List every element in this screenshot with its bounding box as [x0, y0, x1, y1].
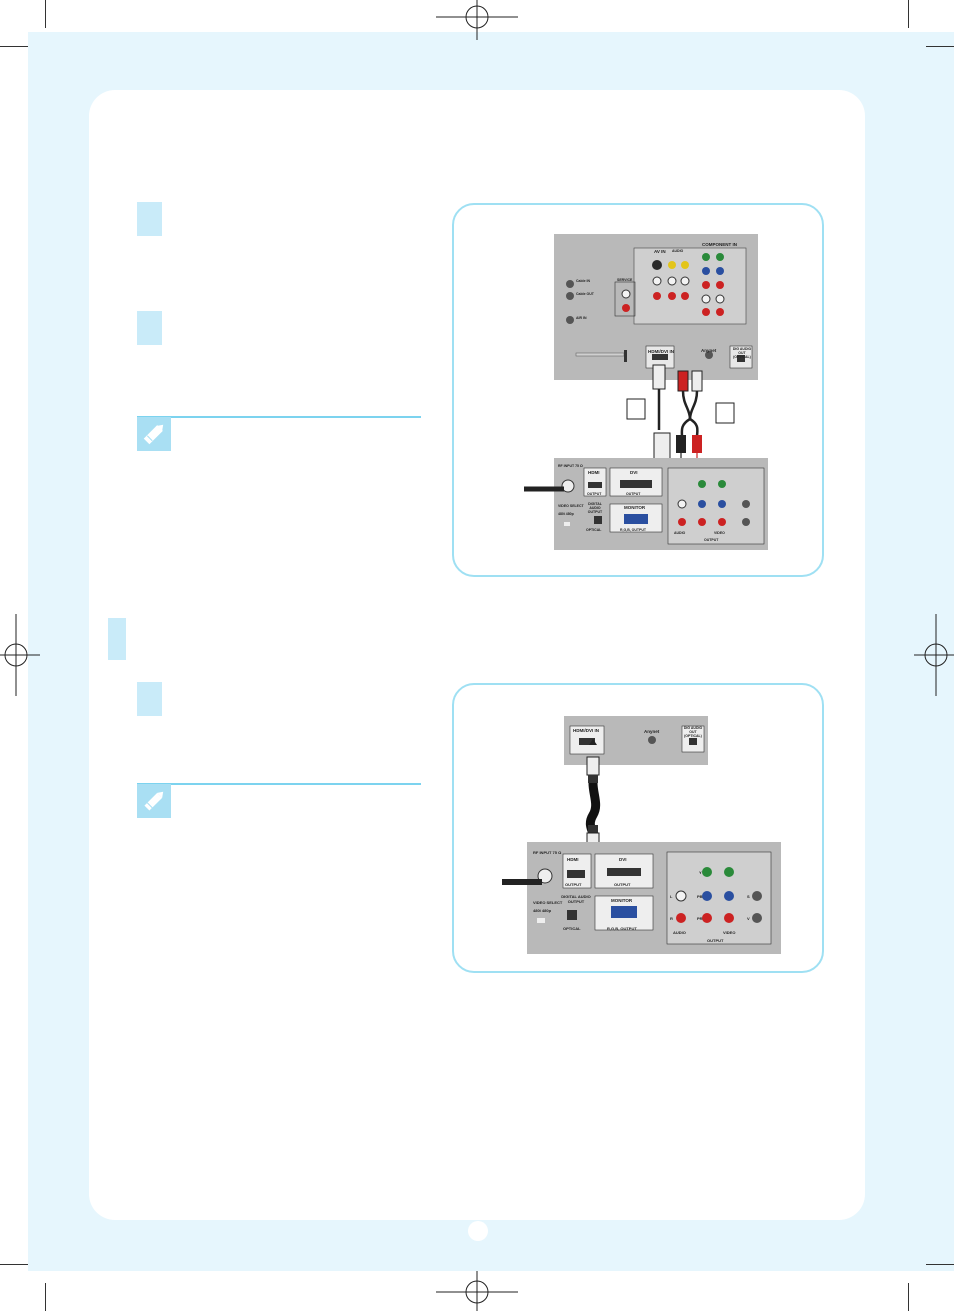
page-number-badge: [468, 1221, 488, 1241]
step-marker-2: [137, 311, 162, 345]
player-monitor-label: MONITOR: [611, 898, 633, 903]
player-audio-label: AUDIO: [674, 531, 686, 535]
tv-rear-panel: HDMI/DVI IN Anynet DIG AUDIO OUT (OPTICA…: [554, 234, 758, 380]
player-hdmi-output-label: OUTPUT: [587, 492, 602, 496]
player-audio-label: AUDIO: [673, 930, 686, 935]
trim-line: [0, 46, 28, 47]
player-digital-audio-output-label: DIGITAL AUDIO OUTPUT: [561, 894, 591, 904]
tv-hdmi-dvi-in-label: HDMI/DVI IN: [573, 728, 600, 733]
tv-component-in-label: COMPONENT IN: [702, 242, 738, 247]
player-optical-label: OPTICAL: [586, 528, 602, 532]
tv-anynet-label: Anynet: [701, 348, 717, 353]
trim-line: [0, 1264, 28, 1265]
player-rear-panel: RF INPUT 75 Ω VIDEO SELECT 480i 480p HDM…: [527, 842, 781, 954]
registration-mark-icon: [436, 1271, 518, 1311]
tv-cable-in-label: Cable IN: [576, 279, 591, 283]
tv-av-in-label: AV IN: [654, 249, 666, 254]
registration-mark-icon: [914, 614, 954, 696]
player-v-label: V: [747, 916, 750, 921]
trim-line: [908, 0, 909, 28]
trim-line: [45, 0, 46, 28]
tv-digital-audio-out-label: DIG AUDIO OUT (OPTICAL): [683, 726, 703, 738]
player-monitor-label: MONITOR: [624, 505, 646, 510]
player-s-label: S: [747, 894, 750, 899]
player-hdmi-output-label: OUTPUT: [565, 882, 582, 887]
player-video-label: VIDEO: [714, 531, 725, 535]
player-optical-label: OPTICAL: [563, 926, 581, 931]
rf-cable-icon: [502, 879, 542, 885]
registration-mark-icon: [0, 614, 40, 696]
player-digital-audio-output-label: DIGITAL AUDIO OUTPUT: [587, 502, 603, 514]
player-output-label: OUTPUT: [704, 538, 719, 542]
player-r-label: R: [670, 916, 673, 921]
player-dvi-label: DVI: [630, 470, 638, 475]
player-pr-label: PR: [697, 916, 703, 921]
tv-air-in-label: AIR IN: [576, 316, 587, 320]
player-rf-input-label: RF INPUT 75 Ω: [558, 464, 583, 468]
registration-mark-icon: [436, 0, 518, 40]
step-marker-1: [137, 202, 162, 236]
pencil-note-icon: [137, 417, 171, 451]
trim-line: [926, 46, 954, 47]
player-l-label: L: [670, 894, 673, 899]
player-rgb-output-label: R,G,B, OUTPUT: [620, 528, 647, 532]
figure-1-frame: HDMI/DVI IN Anynet DIG AUDIO OUT (OPTICA…: [452, 203, 824, 577]
player-video-select-label: VIDEO SELECT: [558, 504, 584, 508]
figure-2-frame: HDMI/DVI IN Anynet DIG AUDIO OUT (OPTICA…: [452, 683, 824, 973]
trim-line: [45, 1283, 46, 1311]
section-tab: [108, 618, 126, 660]
pencil-note-icon: [137, 784, 171, 818]
player-video-label: VIDEO: [723, 930, 736, 935]
player-dvi-label: DVI: [619, 857, 627, 862]
player-y-label: Y: [699, 870, 702, 875]
player-pb-label: PB: [697, 894, 703, 899]
player-rear-panel: RF INPUT 75 Ω VIDEO SELECT 480i 480p HDM…: [554, 458, 768, 550]
tv-digital-audio-out-label: DIG AUDIO OUT (OPTICAL): [732, 347, 752, 359]
player-video-select-values: 480i 480p: [533, 908, 552, 913]
player-rgb-output-label: R,G,B, OUTPUT: [607, 926, 637, 931]
player-hdmi-label: HDMI: [567, 857, 579, 862]
tv-service-label: SERVICE: [617, 278, 633, 282]
player-dvi-output-label: OUTPUT: [614, 882, 631, 887]
player-dvi-output-label: OUTPUT: [626, 492, 641, 496]
player-hdmi-label: HDMI: [588, 470, 600, 475]
player-video-select-label: VIDEO SELECT: [533, 900, 563, 905]
note-rule: [137, 416, 421, 418]
tv-cable-out-label: Cable OUT: [576, 292, 594, 296]
note-rule: [137, 783, 421, 785]
player-output-label: OUTPUT: [707, 938, 724, 943]
tv-hdmi-dvi-in-label: HDMI/DVI IN: [648, 349, 675, 354]
trim-line: [926, 1264, 954, 1265]
player-rf-input-label: RF INPUT 75 Ω: [533, 850, 562, 855]
player-video-select-values: 480i 480p: [558, 512, 574, 516]
tv-anynet-label: Anynet: [644, 729, 660, 734]
tv-audio-in-label: AUDIO: [672, 249, 684, 253]
trim-line: [908, 1283, 909, 1311]
rf-cable-icon: [524, 486, 564, 492]
step-marker-3: [137, 682, 162, 716]
